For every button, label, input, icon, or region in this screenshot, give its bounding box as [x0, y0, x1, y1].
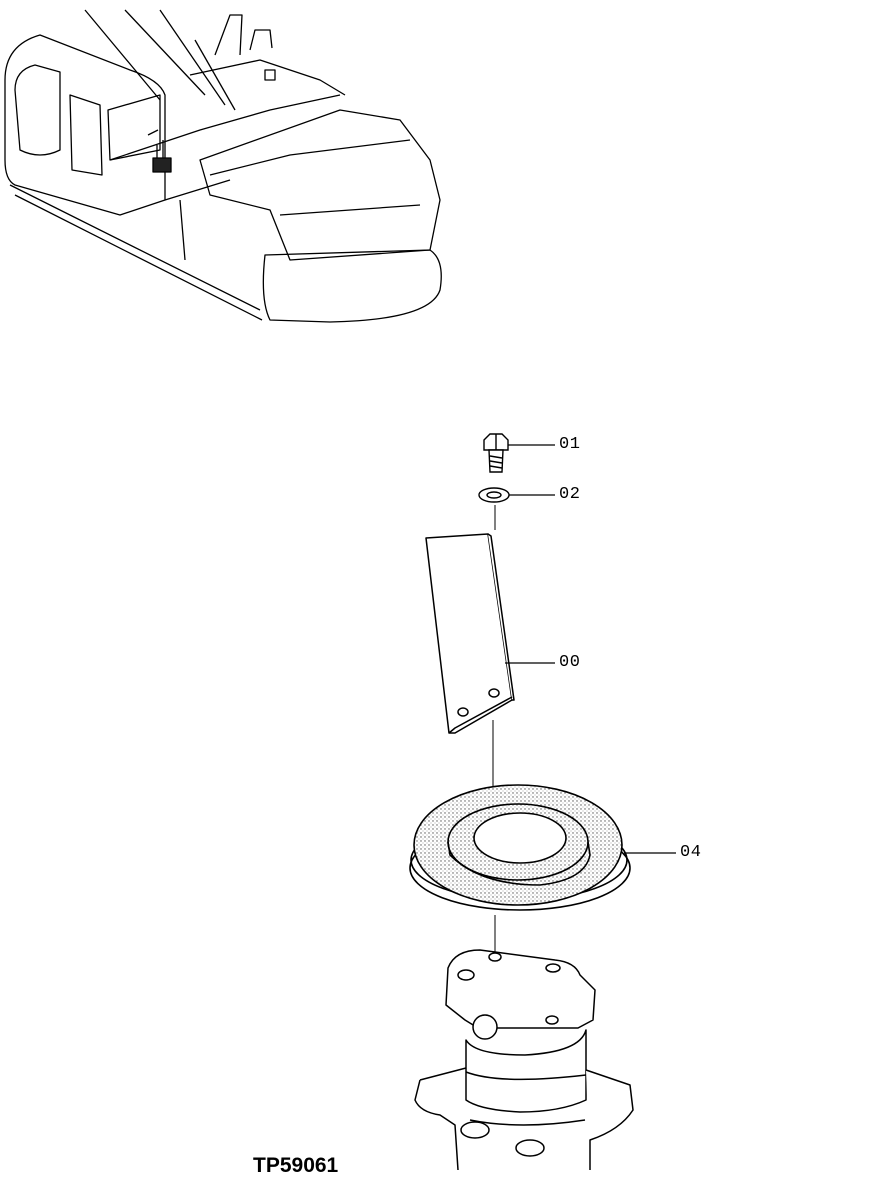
bracket-plate-part — [425, 533, 515, 734]
callout-label-ring-seal: 04 — [680, 843, 702, 862]
cylinder-housing — [414, 949, 634, 1171]
bolt-part — [483, 433, 509, 473]
callout-label-washer: 02 — [559, 485, 581, 504]
ring-seal-part — [409, 784, 631, 911]
callout-label-bolt: 01 — [559, 435, 581, 454]
callout-leader-lines — [505, 444, 676, 854]
excavator-locator-view — [4, 9, 442, 323]
callout-label-bracket: 00 — [559, 653, 581, 672]
figure-document-code: TP59061 — [253, 1154, 339, 1177]
washer-part — [478, 487, 510, 503]
